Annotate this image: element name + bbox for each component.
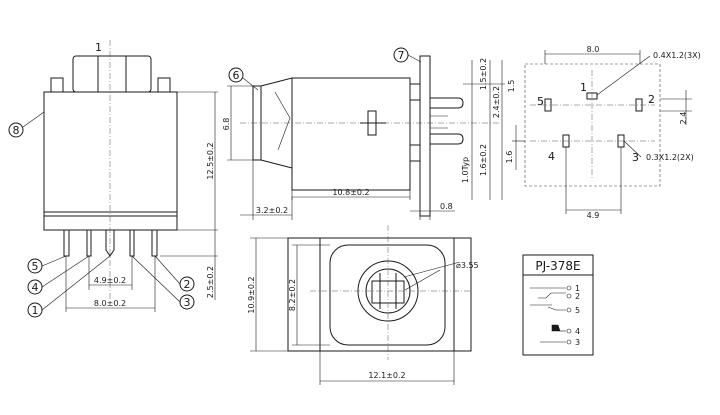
layout-pin-2: 2	[648, 93, 655, 106]
schematic-pin-5: 5	[575, 306, 580, 315]
pin-layout-view: 8.0 1 5 2 4 3 0.4X1.2(3X) 0.3X1.2(2X) 4.…	[505, 45, 701, 220]
side-dim-1-5: 1.5±0.2	[479, 58, 488, 90]
callout-6: 6	[233, 69, 240, 82]
schematic-pin-1: 1	[575, 284, 580, 293]
side-view: 6.8 10.8±0.2 3.2±0.2 0.8 1.5±0.2 2.4±0.2…	[222, 47, 516, 220]
callout-3: 3	[184, 296, 191, 309]
layout-dim-hole-b: 0.3X1.2(2X)	[646, 153, 694, 162]
layout-pin-4: 4	[548, 150, 555, 163]
front-dim-pin-len: 2.5±0.2	[206, 266, 215, 298]
callout-5: 5	[32, 260, 39, 273]
front-dim-pin-spacing-outer: 8.0±0.2	[94, 299, 126, 308]
side-dim-length: 10.8±0.2	[332, 188, 369, 197]
side-dim-1-6: 1.6±0.2	[479, 144, 488, 176]
bottom-view: 10.9±0.2 8.2±0.2 12.1±0.2 ⌀3.55	[247, 225, 479, 385]
schematic-box: PJ-378E 1 2 5 4 3	[522, 254, 594, 356]
front-dim-pin-spacing-inner: 4.9±0.2	[94, 276, 126, 285]
callout-circle-6	[228, 67, 244, 83]
layout-dim-right: 2.4	[679, 112, 688, 125]
layout-pin-5: 5	[537, 95, 544, 108]
callout-1: 1	[32, 304, 39, 317]
layout-dim-hole-a: 0.4X1.2(3X)	[653, 51, 701, 60]
side-dim-offset: 3.2±0.2	[256, 206, 288, 215]
callout-2: 2	[184, 278, 191, 291]
front-dim-height: 12.5±0.2	[206, 142, 215, 179]
schematic-pin-2: 2	[575, 292, 580, 301]
side-dim-flange: 0.8	[440, 202, 453, 211]
schematic-pin-4: 4	[575, 327, 580, 336]
callout-circle-8	[8, 122, 24, 138]
side-dim-1-5b: 1.5	[507, 80, 516, 93]
layout-pin-3: 3	[632, 151, 639, 164]
side-dim-body-height: 6.8	[222, 118, 231, 131]
layout-dim-spacing: 4.9	[587, 211, 600, 220]
front-view: 1 12.5±0.2 2.5±0.2 4.9±0.2 8.0±0.2	[8, 40, 218, 318]
bottom-dim-width: 12.1±0.2	[368, 371, 405, 380]
bottom-dim-height: 10.9±0.2	[247, 276, 256, 313]
schematic-pin-3: 3	[575, 338, 580, 347]
layout-pin-1: 1	[580, 81, 587, 94]
callout-4: 4	[32, 281, 39, 294]
side-dim-typ: 1.0Typ	[461, 157, 470, 183]
bottom-dim-inner: 8.2±0.2	[288, 279, 297, 311]
side-dim-2-4: 2.4±0.2	[492, 86, 501, 118]
layout-dim-left: 1.6	[505, 151, 514, 164]
layout-dim-width: 8.0	[587, 45, 600, 54]
callout-7: 7	[398, 49, 405, 62]
model-label: PJ-378E	[535, 259, 580, 273]
front-pin-label-1: 1	[95, 41, 102, 54]
callout-8: 8	[13, 124, 20, 137]
bottom-dim-dia: ⌀3.55	[456, 261, 479, 270]
